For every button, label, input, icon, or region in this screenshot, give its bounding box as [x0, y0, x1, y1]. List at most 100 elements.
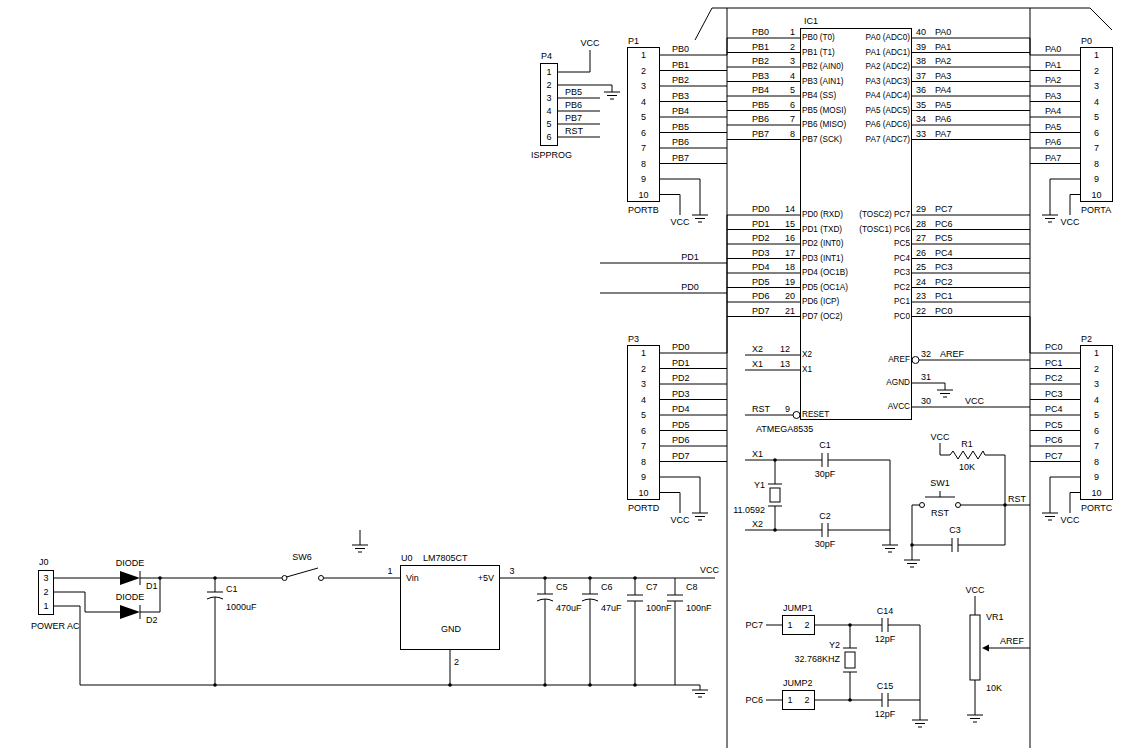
net-label: PD4: [752, 262, 770, 272]
p4-wires: [558, 50, 612, 137]
net-label: PB6: [565, 100, 582, 110]
pin-function: PA5 (ADC5): [866, 106, 910, 116]
net-label: VCC: [965, 585, 984, 595]
portc-chip-wires: [912, 215, 1030, 407]
net-label: 2: [790, 42, 795, 52]
part-value: ISPPROG: [531, 150, 572, 160]
net-label: 30pF: [815, 539, 836, 549]
net-label: PD3: [752, 248, 770, 258]
net-label: C14: [877, 606, 894, 616]
net-label: PD3: [672, 389, 690, 399]
net-label: D1: [146, 581, 158, 591]
pin-function: PA7 (ADC7): [866, 135, 910, 145]
part-value: LM7805CT: [423, 553, 468, 563]
ground-symbols: [352, 92, 1058, 727]
net-label: PB6: [752, 114, 769, 124]
potentiometer-symbol: [970, 615, 980, 680]
net-label: SW1: [930, 478, 950, 488]
net-label: 10: [638, 190, 648, 200]
pd-wires: [600, 263, 727, 293]
pin-function: PB0 (T0): [802, 33, 835, 43]
net-label: 1: [546, 67, 551, 77]
net-label: 32.768KHZ: [794, 654, 840, 664]
junction-dot: [588, 576, 592, 580]
net-label: PB1: [672, 60, 689, 70]
net-label: 4: [1094, 97, 1099, 107]
net-label: 30pF: [815, 469, 836, 479]
net-label: 39: [916, 42, 926, 52]
net-label: 12pF: [875, 634, 896, 644]
net-label: 5: [641, 112, 646, 122]
net-label: VR1: [986, 612, 1004, 622]
junction-dot: [633, 576, 637, 580]
pin-function: (TOSC2) PC7: [859, 210, 910, 220]
net-label: 32: [921, 349, 931, 359]
junction-dot: [633, 683, 637, 687]
net-label: 6: [1094, 426, 1099, 436]
part-designator: IC1: [804, 16, 818, 26]
net-label: PC2: [935, 277, 953, 287]
net-label: PD1: [672, 358, 690, 368]
crystal-circuit: [745, 453, 890, 545]
net-label: RST: [752, 404, 770, 414]
p1-wires: [660, 71, 727, 216]
net-label: 2: [804, 620, 809, 630]
net-label: VCC: [1060, 515, 1079, 525]
net-label: PC7: [935, 204, 953, 214]
junction-dot: [448, 683, 452, 687]
net-label: PD7: [752, 306, 770, 316]
net-label: PD0: [752, 204, 770, 214]
net-label: PB4: [752, 85, 769, 95]
part-value: PORTD: [628, 503, 659, 513]
pin-function: RESET: [802, 410, 829, 420]
voltage-regulator: U0LM7805CTVin+5VGND: [400, 565, 500, 650]
net-label: C1: [819, 440, 831, 450]
net-label: C2: [819, 511, 831, 521]
net-label: 3: [641, 81, 646, 91]
net-label: PD6: [672, 435, 690, 445]
pin-function: PC3: [894, 268, 910, 278]
net-label: 1: [641, 50, 646, 60]
net-label: 1: [641, 348, 646, 358]
part-designator: P4: [541, 51, 552, 61]
net-label: 34: [916, 114, 926, 124]
net-label: 47uF: [601, 603, 622, 613]
net-label: VCC: [580, 38, 599, 48]
net-label: 1000uF: [226, 602, 257, 612]
net-label: 5: [641, 410, 646, 420]
net-label: AREF: [1000, 636, 1024, 646]
net-label: R1: [961, 439, 973, 449]
net-label: VCC: [930, 432, 949, 442]
net-label: PA6: [1045, 137, 1061, 147]
net-label: PB7: [752, 129, 769, 139]
net-label: 100nF: [646, 603, 672, 613]
pin-function: PA4 (ADC4): [866, 91, 910, 101]
net-label: 3: [43, 573, 48, 583]
pin-function: PA1 (ADC1): [866, 48, 910, 58]
net-label: 12: [780, 344, 790, 354]
junction-dot: [588, 683, 592, 687]
net-label: PD5: [672, 420, 690, 430]
net-label: 4: [641, 97, 646, 107]
jumper-box: JUMP1: [782, 615, 815, 635]
net-label: PC2: [1045, 373, 1063, 383]
net-label: 5: [1094, 112, 1099, 122]
bus-lines: [695, 8, 1112, 748]
bus-wire: [912, 38, 1080, 55]
net-label: 3: [1094, 81, 1099, 91]
net-label: 30: [921, 396, 931, 406]
net-label: PB3: [752, 71, 769, 81]
net-label: VCC: [965, 396, 984, 406]
net-label: PA5: [1045, 122, 1061, 132]
net-label: VCC: [670, 515, 689, 525]
net-label: PC7: [745, 620, 763, 630]
pin-function: PA0 (ADC0): [866, 33, 910, 43]
part-designator: J0: [39, 557, 49, 567]
net-label: PC4: [1045, 404, 1063, 414]
net-label: 1: [1094, 50, 1099, 60]
part-value: POWER AC: [31, 621, 80, 631]
net-label: 17: [785, 248, 795, 258]
net-label: 2: [804, 695, 809, 705]
pin-function: PB5 (MOSI): [802, 106, 846, 116]
